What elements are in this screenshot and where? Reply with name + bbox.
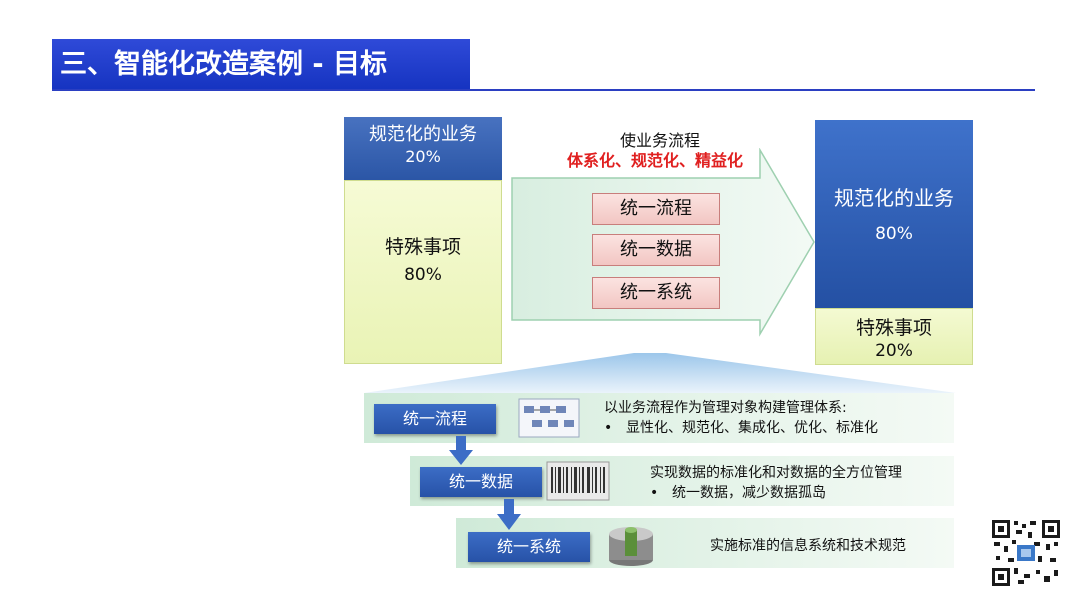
left-standard-business-box: 规范化的业务 20% <box>344 117 502 180</box>
right-standard-label: 规范化的业务 <box>834 186 954 210</box>
detail-unified-system-box: 统一系统 <box>468 532 590 562</box>
database-icon <box>609 527 653 566</box>
left-special-label: 特殊事项 <box>384 236 461 258</box>
zoom-fan <box>364 353 956 393</box>
left-standard-percent: 20% <box>405 147 441 166</box>
barcode-icon <box>546 461 610 501</box>
title-divider <box>52 89 1035 91</box>
detail-system-text: 实施标准的信息系统和技术规范 <box>710 538 906 554</box>
detail-data-line2: • 统一数据，减少数据孤岛 <box>650 483 902 503</box>
detail-unified-process-box: 统一流程 <box>374 404 496 434</box>
page-title: 三、智能化改造案例 - 目标 <box>52 39 470 91</box>
detail-process-bullet-text: 显性化、规范化、集成化、优化、标准化 <box>626 420 878 436</box>
right-standard-business-box: 规范化的业务 80% <box>815 120 973 308</box>
down-arrow-icon <box>449 436 473 465</box>
detail-data-bullet-text: 统一数据，减少数据孤岛 <box>672 485 826 501</box>
pill-unified-data: 统一数据 <box>592 234 720 266</box>
left-special-percent: 80% <box>404 265 442 285</box>
qr-code-icon <box>990 518 1062 588</box>
down-arrow-icon <box>497 499 521 530</box>
detail-process-line1: 以业务流程作为管理对象构建管理体系: <box>604 400 847 416</box>
arrow-caption-highlight: 体系化、规范化、精益化 <box>566 151 743 170</box>
pill-unified-system: 统一系统 <box>592 277 720 309</box>
right-standard-percent: 80% <box>875 224 913 244</box>
left-special-items-box: 特殊事项 80% <box>344 180 502 364</box>
left-standard-label: 规范化的业务 <box>369 124 477 145</box>
arrow-caption: 使业务流程 <box>619 131 700 150</box>
right-special-percent: 20% <box>875 341 913 361</box>
detail-data-text: 实现数据的标准化和对数据的全方位管理 • 统一数据，减少数据孤岛 <box>650 463 902 503</box>
detail-unified-data-box: 统一数据 <box>420 467 542 497</box>
detail-data-line1: 实现数据的标准化和对数据的全方位管理 <box>650 465 902 481</box>
bullet: • <box>604 420 613 436</box>
process-diagram-icon <box>518 398 580 438</box>
right-special-label: 特殊事项 <box>855 317 932 339</box>
right-special-items-box: 特殊事项 20% <box>815 308 973 365</box>
detail-process-text: 以业务流程作为管理对象构建管理体系: • 显性化、规范化、集成化、优化、标准化 <box>604 398 878 438</box>
detail-process-line2: • 显性化、规范化、集成化、优化、标准化 <box>604 418 878 438</box>
bullet: • <box>650 485 659 501</box>
pill-unified-process: 统一流程 <box>592 193 720 225</box>
